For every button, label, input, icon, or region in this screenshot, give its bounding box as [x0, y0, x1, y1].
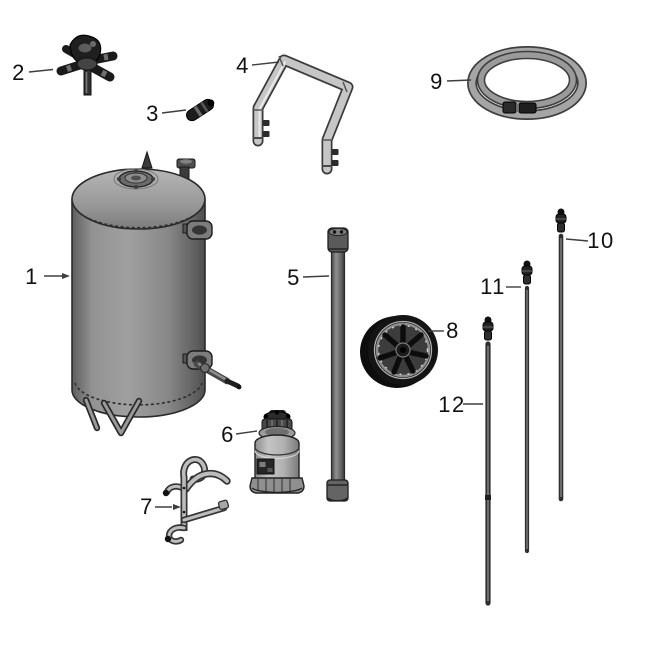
- callout-12-label: 12: [438, 392, 465, 417]
- callout-1-arrowhead: [62, 273, 70, 279]
- part-12-wand-illustration: [482, 316, 494, 606]
- part-9-hose-coil-illustration: [467, 46, 587, 120]
- callout-8-label: 8: [446, 318, 460, 343]
- part-3-fitting-illustration: [186, 98, 215, 122]
- callout-2-label: 2: [12, 60, 26, 85]
- part-1-tank-illustration: [71, 150, 242, 437]
- part-2-valve-cluster-illustration: [56, 34, 118, 96]
- callout-1-label: 1: [25, 264, 39, 289]
- callout-10-label: 10: [587, 228, 614, 253]
- part-4-handle-illustration: [252, 54, 354, 175]
- callout-6-label: 6: [221, 422, 235, 447]
- part-6-canister-illustration: [249, 410, 305, 494]
- callout-7-arrowhead: [173, 504, 181, 510]
- callout-11-label: 11: [480, 274, 506, 299]
- part-8-wheel-illustration: [360, 315, 438, 388]
- callout-5-leader: [302, 275, 330, 278]
- callout-9-label: 9: [430, 69, 444, 94]
- callout-5-label: 5: [287, 265, 301, 290]
- callout-9-leader: [446, 79, 472, 82]
- part-5-tube-illustration: [326, 227, 349, 502]
- callout-10-leader: [565, 238, 589, 242]
- callout-4-leader: [251, 61, 280, 66]
- callout-4-label: 4: [236, 53, 250, 78]
- part-10-wand-illustration: [555, 208, 567, 502]
- callout-3-leader: [161, 109, 187, 114]
- callout-2-leader: [28, 68, 54, 73]
- callout-6-leader: [235, 430, 258, 435]
- callout-7-label: 7: [140, 494, 154, 519]
- part-11-wand-illustration: [521, 260, 533, 554]
- callout-3-label: 3: [146, 101, 160, 126]
- part-7-bracket-illustration: [162, 456, 231, 545]
